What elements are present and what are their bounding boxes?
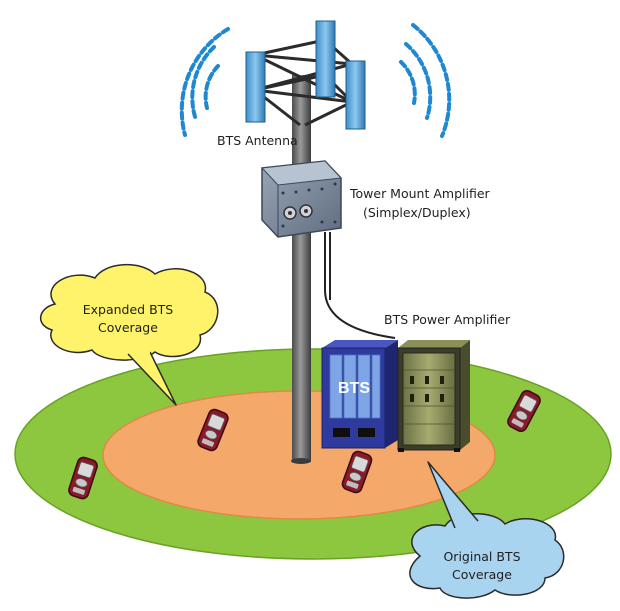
expanded-coverage-line1: Expanded BTS bbox=[83, 302, 174, 317]
mobile-phone-icon bbox=[341, 450, 373, 494]
bts-power-amplifier-rack bbox=[397, 340, 470, 452]
tower-mount-amplifier-sublabel: (Simplex/Duplex) bbox=[363, 205, 471, 220]
antenna-panel bbox=[315, 20, 336, 98]
antenna-panel bbox=[245, 51, 266, 123]
bts-power-amplifier-label: BTS Power Amplifier bbox=[384, 312, 511, 327]
tower-mount-amplifier-label: Tower Mount Amplifier bbox=[349, 186, 491, 201]
bts-cabinet-label: BTS bbox=[338, 380, 370, 397]
mobile-phone-icon bbox=[197, 408, 229, 452]
signal-wave-icon bbox=[399, 23, 452, 138]
mobile-phone-icon bbox=[507, 390, 541, 432]
feeder-cable bbox=[324, 232, 396, 339]
bts-cabinet: BTS bbox=[321, 340, 398, 449]
pole-base bbox=[291, 458, 311, 464]
antenna-frame bbox=[254, 38, 354, 127]
expanded-coverage-line2: Coverage bbox=[98, 320, 158, 335]
tower-mount-amplifier bbox=[260, 160, 343, 238]
antenna-panel bbox=[345, 60, 366, 130]
bts-antenna-label: BTS Antenna bbox=[217, 133, 298, 148]
mobile-phone-icon bbox=[68, 456, 98, 500]
original-coverage-callout: Original BTS Coverage bbox=[409, 461, 565, 599]
signal-wave-icon bbox=[179, 27, 230, 137]
original-coverage-line2: Coverage bbox=[452, 567, 512, 582]
original-coverage-line1: Original BTS bbox=[443, 549, 520, 564]
expanded-coverage-callout: Expanded BTS Coverage bbox=[40, 263, 219, 406]
